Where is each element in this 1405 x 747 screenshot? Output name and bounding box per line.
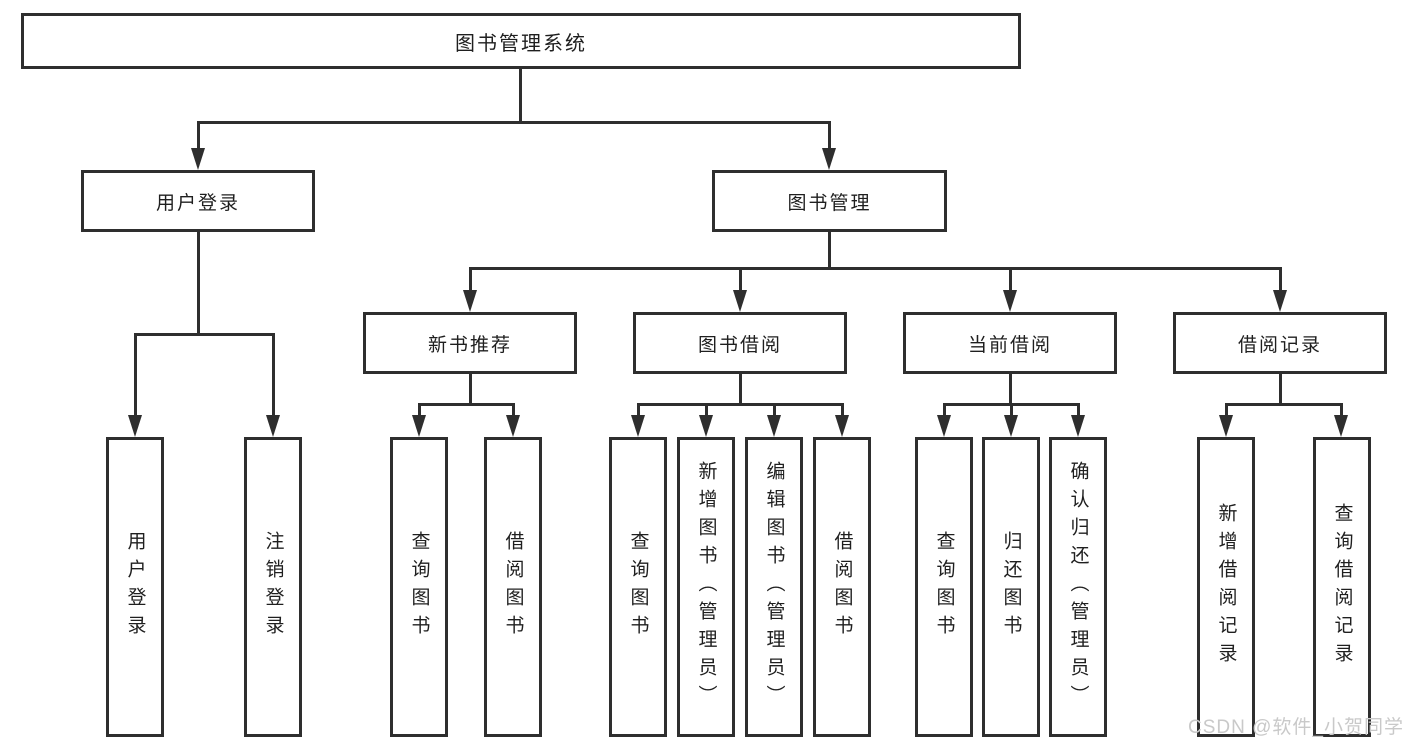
node-add-books-admin: 新增图书（管理员） xyxy=(677,437,735,737)
node-search-borrow-record: 查询借阅记录 xyxy=(1313,437,1371,737)
arrow-down-icon xyxy=(1334,415,1348,437)
arrow-down-icon xyxy=(266,415,280,437)
connector-vline xyxy=(1340,406,1343,418)
connector-hline xyxy=(1225,403,1343,406)
connector-vline xyxy=(828,124,831,150)
connector-vline xyxy=(1009,374,1012,406)
connector-vline xyxy=(1225,406,1228,418)
connector-vline xyxy=(739,270,742,292)
connector-vline xyxy=(469,270,472,292)
node-user-login-label: 用户登录 xyxy=(155,192,240,214)
node-return-books-label: 归还图书 xyxy=(1000,531,1022,643)
connector-hline xyxy=(134,333,275,336)
arrow-down-icon xyxy=(631,415,645,437)
connector-hline xyxy=(469,267,1282,270)
arrow-down-icon xyxy=(1004,415,1018,437)
node-search-books-borrowing-label: 查询图书 xyxy=(627,531,649,643)
node-borrow-books-borrowing-label: 借阅图书 xyxy=(831,531,853,643)
node-logout-action-label: 注销登录 xyxy=(262,531,284,643)
node-user-login: 用户登录 xyxy=(81,170,315,232)
node-new-book-recommendation: 新书推荐 xyxy=(363,312,577,374)
node-search-books-current: 查询图书 xyxy=(915,437,973,737)
node-borrow-books-borrowing: 借阅图书 xyxy=(813,437,871,737)
arrow-down-icon xyxy=(412,415,426,437)
connector-vline xyxy=(1009,270,1012,292)
node-edit-books-admin: 编辑图书（管理员） xyxy=(745,437,803,737)
arrow-down-icon xyxy=(937,415,951,437)
connector-hline xyxy=(418,403,515,406)
node-library-system: 图书管理系统 xyxy=(21,13,1021,69)
node-confirm-return-admin-label: 确认归还（管理员） xyxy=(1067,461,1089,713)
node-search-books-recommend: 查询图书 xyxy=(390,437,448,737)
arrow-down-icon xyxy=(822,148,836,170)
connector-vline xyxy=(739,374,742,406)
node-user-login-action-label: 用户登录 xyxy=(124,531,146,643)
node-logout-action: 注销登录 xyxy=(244,437,302,737)
node-add-books-admin-label: 新增图书（管理员） xyxy=(695,461,717,713)
arrow-down-icon xyxy=(1003,290,1017,312)
node-borrowing-records: 借阅记录 xyxy=(1173,312,1387,374)
connector-vline xyxy=(272,336,275,416)
node-new-book-recommendation-label: 新书推荐 xyxy=(427,334,512,356)
node-add-borrow-record: 新增借阅记录 xyxy=(1197,437,1255,737)
connector-vline xyxy=(773,406,776,418)
arrow-down-icon xyxy=(733,290,747,312)
node-current-borrowing-label: 当前借阅 xyxy=(967,334,1052,356)
node-book-borrowing-label: 图书借阅 xyxy=(697,334,782,356)
connector-vline xyxy=(1010,406,1013,418)
arrow-down-icon xyxy=(1219,415,1233,437)
node-borrow-books-recommend-label: 借阅图书 xyxy=(502,531,524,643)
connector-hline xyxy=(197,121,831,124)
arrow-down-icon xyxy=(767,415,781,437)
arrow-down-icon xyxy=(1071,415,1085,437)
watermark: CSDN @软件_小贺同学 xyxy=(1188,717,1404,738)
arrow-down-icon xyxy=(699,415,713,437)
node-book-management: 图书管理 xyxy=(712,170,947,232)
connector-vline xyxy=(519,69,522,121)
connector-vline xyxy=(841,406,844,418)
connector-hline xyxy=(943,403,1080,406)
connector-vline xyxy=(512,406,515,418)
arrow-down-icon xyxy=(506,415,520,437)
node-search-books-current-label: 查询图书 xyxy=(933,531,955,643)
node-return-books: 归还图书 xyxy=(982,437,1040,737)
arrow-down-icon xyxy=(463,290,477,312)
connector-vline xyxy=(469,374,472,406)
node-borrow-books-recommend: 借阅图书 xyxy=(484,437,542,737)
node-search-borrow-record-label: 查询借阅记录 xyxy=(1331,503,1353,671)
node-book-management-label: 图书管理 xyxy=(787,192,872,214)
connector-vline xyxy=(705,406,708,418)
node-borrowing-records-label: 借阅记录 xyxy=(1237,334,1322,356)
connector-vline xyxy=(1279,270,1282,292)
connector-hline xyxy=(637,403,844,406)
node-add-borrow-record-label: 新增借阅记录 xyxy=(1215,503,1237,671)
connector-vline xyxy=(197,232,200,335)
arrow-down-icon xyxy=(1273,290,1287,312)
arrow-down-icon xyxy=(128,415,142,437)
connector-vline xyxy=(637,406,640,418)
arrow-down-icon xyxy=(191,148,205,170)
connector-vline xyxy=(1279,374,1282,406)
connector-vline xyxy=(197,124,200,150)
arrow-down-icon xyxy=(835,415,849,437)
node-library-system-label: 图书管理系统 xyxy=(455,32,587,55)
connector-vline xyxy=(943,406,946,418)
connector-vline xyxy=(418,406,421,418)
node-search-books-borrowing: 查询图书 xyxy=(609,437,667,737)
node-confirm-return-admin: 确认归还（管理员） xyxy=(1049,437,1107,737)
connector-vline xyxy=(134,336,137,416)
node-book-borrowing: 图书借阅 xyxy=(633,312,847,374)
connector-vline xyxy=(1077,406,1080,418)
node-user-login-action: 用户登录 xyxy=(106,437,164,737)
node-current-borrowing: 当前借阅 xyxy=(903,312,1117,374)
node-search-books-recommend-label: 查询图书 xyxy=(408,531,430,643)
node-edit-books-admin-label: 编辑图书（管理员） xyxy=(763,461,785,713)
connector-vline xyxy=(828,232,831,269)
